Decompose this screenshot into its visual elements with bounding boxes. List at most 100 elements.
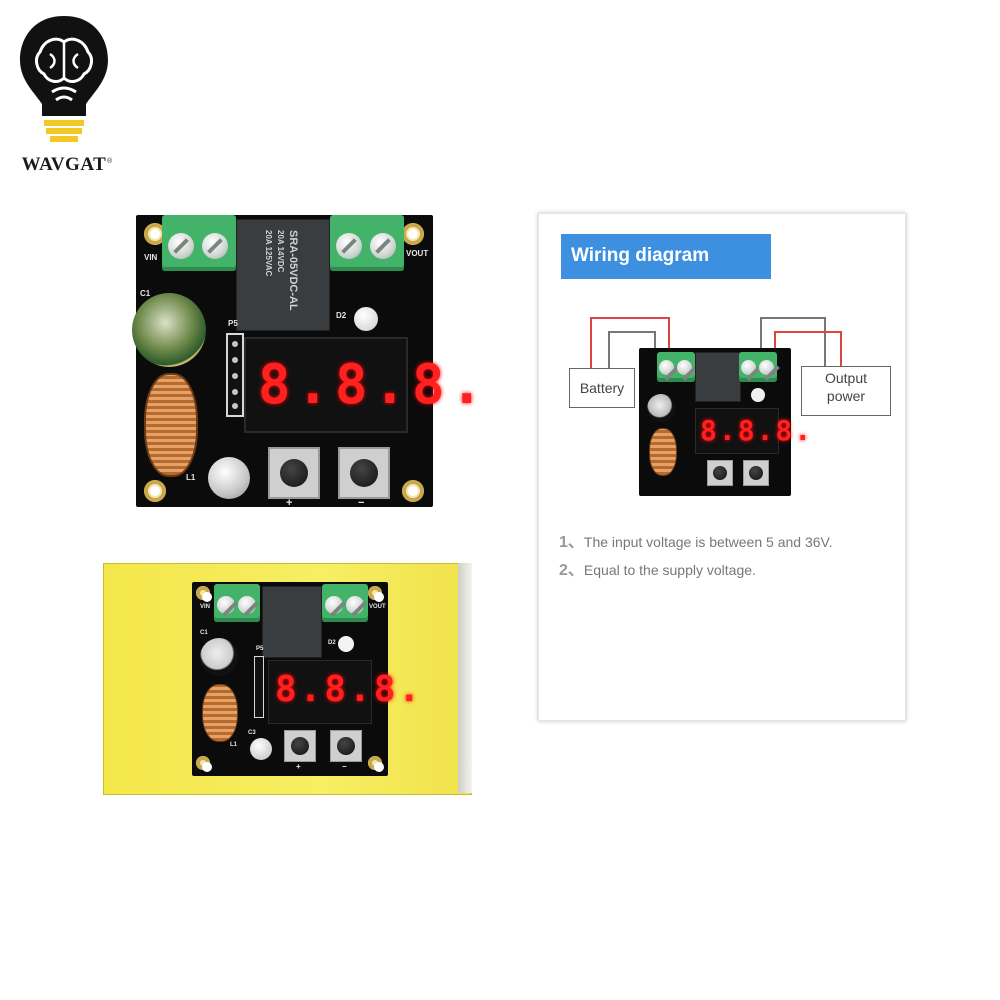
p5-label: P5: [256, 646, 264, 652]
card-title-banner: Wiring diagram: [561, 234, 771, 279]
screw-icon: [217, 596, 235, 614]
relay: SRA-05VDC-AL 20A 14VDC 20A 125VAC: [236, 219, 330, 331]
screw-icon: [202, 233, 228, 259]
display-reading: 8.8.8.: [258, 353, 490, 416]
note-1: 1、The input voltage is between 5 and 36V…: [559, 528, 832, 552]
capacitor-c1: [200, 638, 238, 676]
l1-label: L1: [230, 742, 238, 748]
button-cap: [291, 737, 309, 755]
pin-header: [254, 656, 264, 718]
minus-label: −: [342, 762, 347, 771]
mount-hole: [144, 480, 166, 502]
vout-label: VOUT: [406, 249, 429, 258]
wiring-lines: [590, 317, 842, 374]
seven-segment-display: 8.8.8.: [695, 408, 811, 454]
pin-header: [226, 333, 244, 417]
wiring-manual-card: Wiring diagram Battery Output power 8.8.…: [538, 213, 906, 721]
display-reading: 8.8.8.: [700, 414, 814, 447]
output-terminal-block: [322, 584, 368, 622]
pin: [232, 403, 238, 409]
note-1-text: The input voltage is between 5 and 36V.: [583, 534, 833, 550]
relay-rating-text: 20A 14VDC: [276, 230, 285, 273]
mount-hole: [402, 480, 424, 502]
brand-name: WAVGAT: [21, 154, 107, 175]
mount-hole: [368, 586, 384, 602]
vin-label: VIN: [200, 604, 211, 610]
relay-model-text: SRA-05VDC-AL: [287, 230, 299, 311]
inductor-coil: [649, 428, 677, 476]
minus-button: [330, 730, 362, 762]
inductor-coil: [202, 684, 238, 742]
note-2: 2、Equal to the supply voltage.: [559, 556, 756, 580]
c1-label: C1: [200, 630, 208, 636]
input-terminal-block: [214, 584, 260, 622]
vin-label: VIN: [144, 253, 158, 262]
button-cap: [749, 466, 763, 480]
pin: [232, 389, 238, 395]
mount-hole: [368, 756, 384, 772]
minus-button[interactable]: [338, 447, 390, 499]
relay: [262, 586, 322, 658]
output-terminal-block: [330, 215, 404, 271]
mount-hole: [144, 223, 166, 245]
output-power-box: Output power: [801, 366, 891, 416]
wavgat-logo: WAVGAT ®: [14, 12, 114, 177]
box-module-print: VIN VOUT C1 L1 P5 D2 8.8.8. C3 + −: [192, 582, 420, 776]
pin: [232, 373, 238, 379]
plus-button: [707, 460, 733, 486]
button-cap: [337, 737, 355, 755]
capacitor: [647, 394, 675, 422]
output-label-line2: power: [826, 388, 866, 404]
pin: [232, 341, 238, 347]
button-cap: [350, 459, 378, 487]
display-reading: 8.8.8.: [275, 669, 424, 710]
plus-label: +: [296, 762, 301, 771]
mount-hole: [402, 223, 424, 245]
minus-button: [743, 460, 769, 486]
product-box-side: [458, 563, 472, 793]
card-title: Wiring diagram: [571, 245, 710, 266]
minus-label: −: [358, 497, 365, 509]
screw-icon: [325, 596, 343, 614]
battery-box: Battery: [569, 368, 635, 408]
pin: [232, 357, 238, 363]
mount-hole: [196, 586, 212, 602]
note-2-number: 2、: [559, 562, 584, 579]
registered-mark: ®: [107, 158, 113, 165]
p5-label: P5: [228, 319, 238, 328]
note-1-number: 1、: [559, 534, 584, 551]
capacitor: [208, 457, 250, 499]
diagram-module: 8.8.8.: [639, 348, 811, 496]
l1-label: L1: [186, 473, 196, 482]
brain-lightbulb-icon: [20, 16, 108, 142]
output-label-line1: Output: [824, 370, 868, 386]
d2-label: D2: [336, 311, 347, 320]
relay: [695, 352, 741, 402]
plus-button[interactable]: [268, 447, 320, 499]
battery-label: Battery: [579, 380, 625, 396]
led-d2: [354, 307, 378, 331]
capacitor-c1: [132, 293, 206, 367]
mount-hole: [196, 756, 212, 772]
screw-icon: [677, 360, 692, 375]
vout-label: VOUT: [369, 604, 386, 610]
voltage-module-pcb: VIN SRA-05VDC-AL 20A 14VDC 20A 125VAC VO…: [132, 215, 483, 509]
button-cap: [280, 459, 308, 487]
d2-label: D2: [328, 640, 336, 646]
capacitor-c3: [250, 738, 272, 760]
seven-segment-display: 8.8.8.: [268, 660, 420, 724]
seven-segment-display: 8.8.8.: [244, 337, 483, 433]
button-cap: [713, 466, 727, 480]
screw-icon: [759, 360, 774, 375]
c3-label: C3: [248, 730, 256, 736]
screw-icon: [238, 596, 256, 614]
screw-icon: [168, 233, 194, 259]
note-2-text: Equal to the supply voltage.: [583, 562, 756, 578]
inductor-coil: [144, 373, 198, 477]
relay-rating-text: 20A 125VAC: [264, 230, 273, 277]
screw-icon: [346, 596, 364, 614]
c1-label: C1: [140, 289, 151, 298]
screw-icon: [659, 360, 674, 375]
plus-button: [284, 730, 316, 762]
output-terminal-block: [739, 352, 777, 382]
